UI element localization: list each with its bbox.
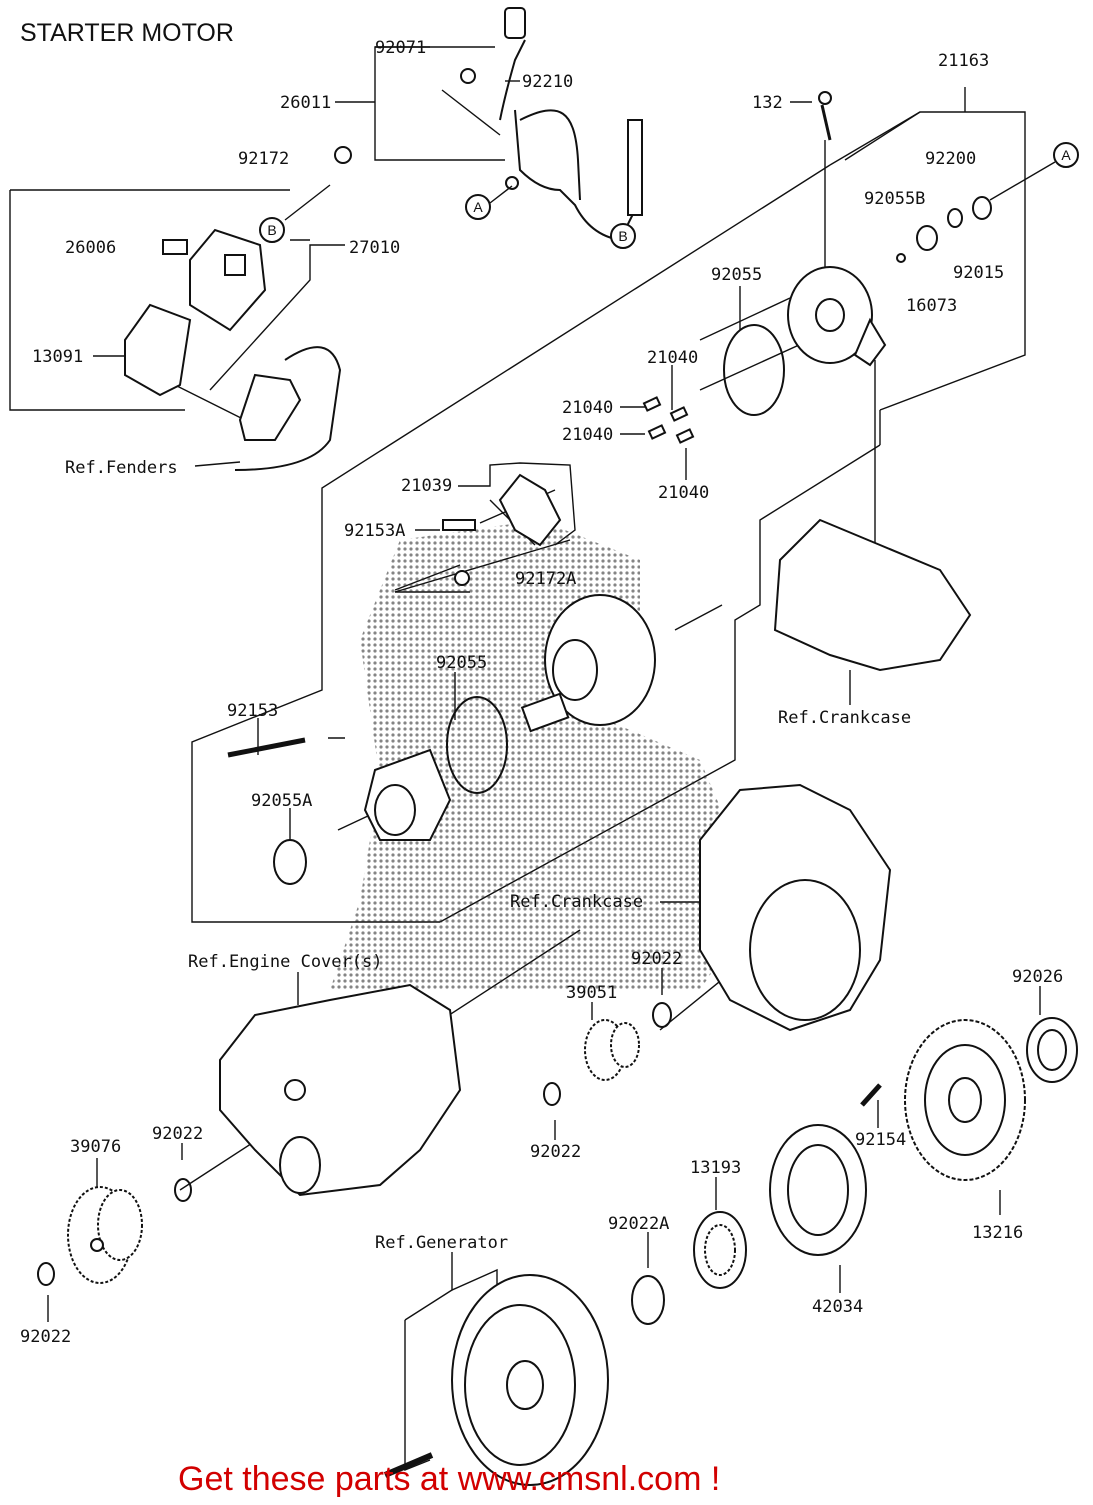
nut-16073 xyxy=(916,225,938,251)
engine-cover xyxy=(219,983,462,1197)
washer-92022-a xyxy=(652,1002,672,1028)
callout-b-cable: B xyxy=(618,228,627,244)
part-labels: 92071 92210 26011 21163 132 92172 92200 … xyxy=(20,38,1063,1347)
label-27010[interactable]: 27010 xyxy=(349,238,400,258)
ref-fenders: Ref.Fenders xyxy=(65,458,178,478)
starter-clutch-gear xyxy=(904,1019,1026,1181)
crankcase-upper xyxy=(773,518,972,672)
washer-92022-b xyxy=(543,1082,561,1106)
label-21040-c[interactable]: 21040 xyxy=(562,425,613,445)
o-ring-92055A xyxy=(273,839,307,885)
label-92022-b[interactable]: 92022 xyxy=(530,1142,581,1162)
callout-a-cable: A xyxy=(473,199,483,215)
armature xyxy=(520,594,656,733)
label-92154[interactable]: 92154 xyxy=(855,1130,906,1150)
label-92200[interactable]: 92200 xyxy=(925,149,976,169)
washer-92200 xyxy=(947,208,963,228)
label-92022-a[interactable]: 92022 xyxy=(631,949,682,969)
label-92055B[interactable]: 92055B xyxy=(864,189,925,209)
label-16073[interactable]: 16073 xyxy=(906,296,957,316)
screw-92153A xyxy=(442,519,476,531)
label-92071[interactable]: 92071 xyxy=(375,38,426,58)
label-132[interactable]: 132 xyxy=(752,93,783,113)
label-21163[interactable]: 21163 xyxy=(938,51,989,71)
generator-rotor xyxy=(383,1274,609,1486)
label-26006[interactable]: 26006 xyxy=(65,238,116,258)
ref-engine-cover: Ref.Engine Cover(s) xyxy=(188,952,382,972)
o-ring-top xyxy=(723,324,785,416)
oil-seal-92026 xyxy=(1026,1017,1078,1083)
label-92210[interactable]: 92210 xyxy=(522,72,573,92)
label-92022A[interactable]: 92022A xyxy=(608,1214,669,1234)
ref-crankcase-lower: Ref.Crankcase xyxy=(510,892,643,912)
label-92055A[interactable]: 92055A xyxy=(251,791,312,811)
starter-relay xyxy=(162,146,352,332)
label-26011[interactable]: 26011 xyxy=(280,93,331,113)
label-92026[interactable]: 92026 xyxy=(1012,967,1063,987)
bolt-92154 xyxy=(860,1083,882,1107)
promo-banner[interactable]: Get these parts at www.cmsnl.com ! xyxy=(178,1460,720,1498)
washer-92022A xyxy=(631,1275,665,1325)
o-ring-mid xyxy=(446,696,508,794)
nut-92015 xyxy=(972,196,992,220)
label-92055-mid[interactable]: 92055 xyxy=(436,653,487,673)
label-21040-d[interactable]: 21040 xyxy=(658,483,709,503)
ref-generator: Ref.Generator xyxy=(375,1233,508,1253)
label-92172[interactable]: 92172 xyxy=(238,149,289,169)
label-21040-a[interactable]: 21040 xyxy=(647,348,698,368)
label-92022-c[interactable]: 92022 xyxy=(152,1124,203,1144)
through-bolt xyxy=(227,737,306,758)
label-21039[interactable]: 21039 xyxy=(401,476,452,496)
motor-front-cover xyxy=(363,748,452,841)
callout-a-nut: A xyxy=(1061,147,1071,163)
label-21040-b[interactable]: 21040 xyxy=(562,398,613,418)
label-92055-top[interactable]: 92055 xyxy=(711,265,762,285)
battery-cable xyxy=(460,7,643,242)
fender-bracket xyxy=(238,373,302,441)
gear-39076 xyxy=(67,1186,143,1284)
part-shapes xyxy=(37,7,1078,1486)
label-13216[interactable]: 13216 xyxy=(972,1223,1023,1243)
brushes xyxy=(642,396,695,444)
label-42034[interactable]: 42034 xyxy=(812,1297,863,1317)
idle-gear-39051 xyxy=(584,1019,640,1081)
label-92172A[interactable]: 92172A xyxy=(515,569,576,589)
one-way-clutch xyxy=(693,1211,747,1289)
page-title: STARTER MOTOR xyxy=(20,19,234,47)
label-13091[interactable]: 13091 xyxy=(32,347,83,367)
reference-labels: Ref.Fenders Ref.Crankcase Ref.Crankcase … xyxy=(65,458,911,1253)
screw-92172A xyxy=(454,570,470,586)
crankcase-lower xyxy=(699,783,892,1032)
washer-92022-c xyxy=(174,1178,192,1202)
relay-cover xyxy=(124,303,192,397)
label-92022-d[interactable]: 92022 xyxy=(20,1327,71,1347)
callout-b-relay: B xyxy=(267,222,276,238)
ref-crankcase-upper: Ref.Crankcase xyxy=(778,708,911,728)
watermark-logo xyxy=(330,520,760,990)
label-39076[interactable]: 39076 xyxy=(70,1137,121,1157)
brush-holder xyxy=(498,473,562,547)
label-13193[interactable]: 13193 xyxy=(690,1158,741,1178)
callouts: A B B A xyxy=(259,142,1079,249)
washer-92022-d xyxy=(37,1262,55,1286)
clutch-plate-42034 xyxy=(769,1124,867,1256)
label-39051[interactable]: 39051 xyxy=(566,983,617,1003)
label-92015[interactable]: 92015 xyxy=(953,263,1004,283)
label-92153[interactable]: 92153 xyxy=(227,701,278,721)
o-ring-92055B xyxy=(896,253,906,263)
label-92153A[interactable]: 92153A xyxy=(344,521,405,541)
motor-end-cover xyxy=(787,91,887,367)
